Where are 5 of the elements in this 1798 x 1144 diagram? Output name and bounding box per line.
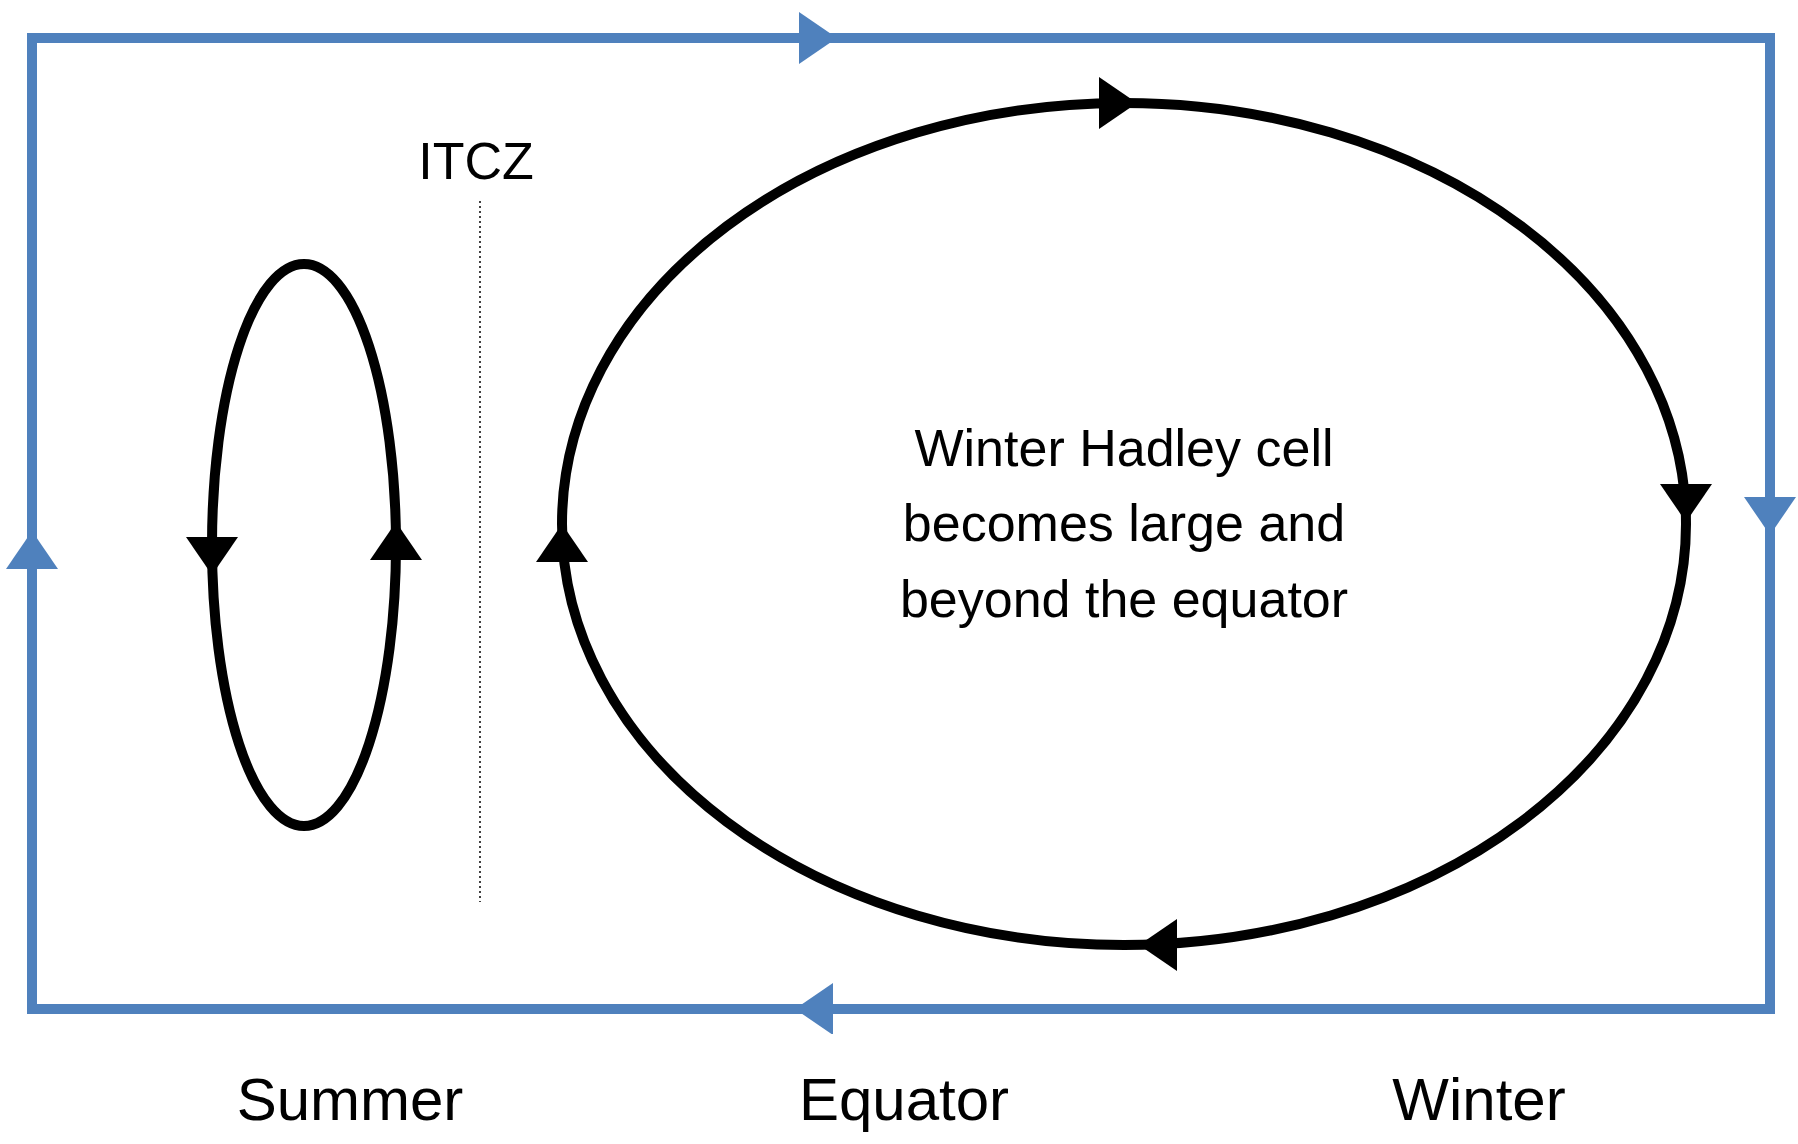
summer-label: Summer (236, 1065, 464, 1135)
cell-description: Winter Hadley cell becomes large and beyond the equator (898, 417, 1350, 630)
equator-label: Equator (798, 1065, 1010, 1135)
winter-label: Winter (1392, 1065, 1566, 1135)
itcz-label: ITCZ (418, 131, 534, 192)
